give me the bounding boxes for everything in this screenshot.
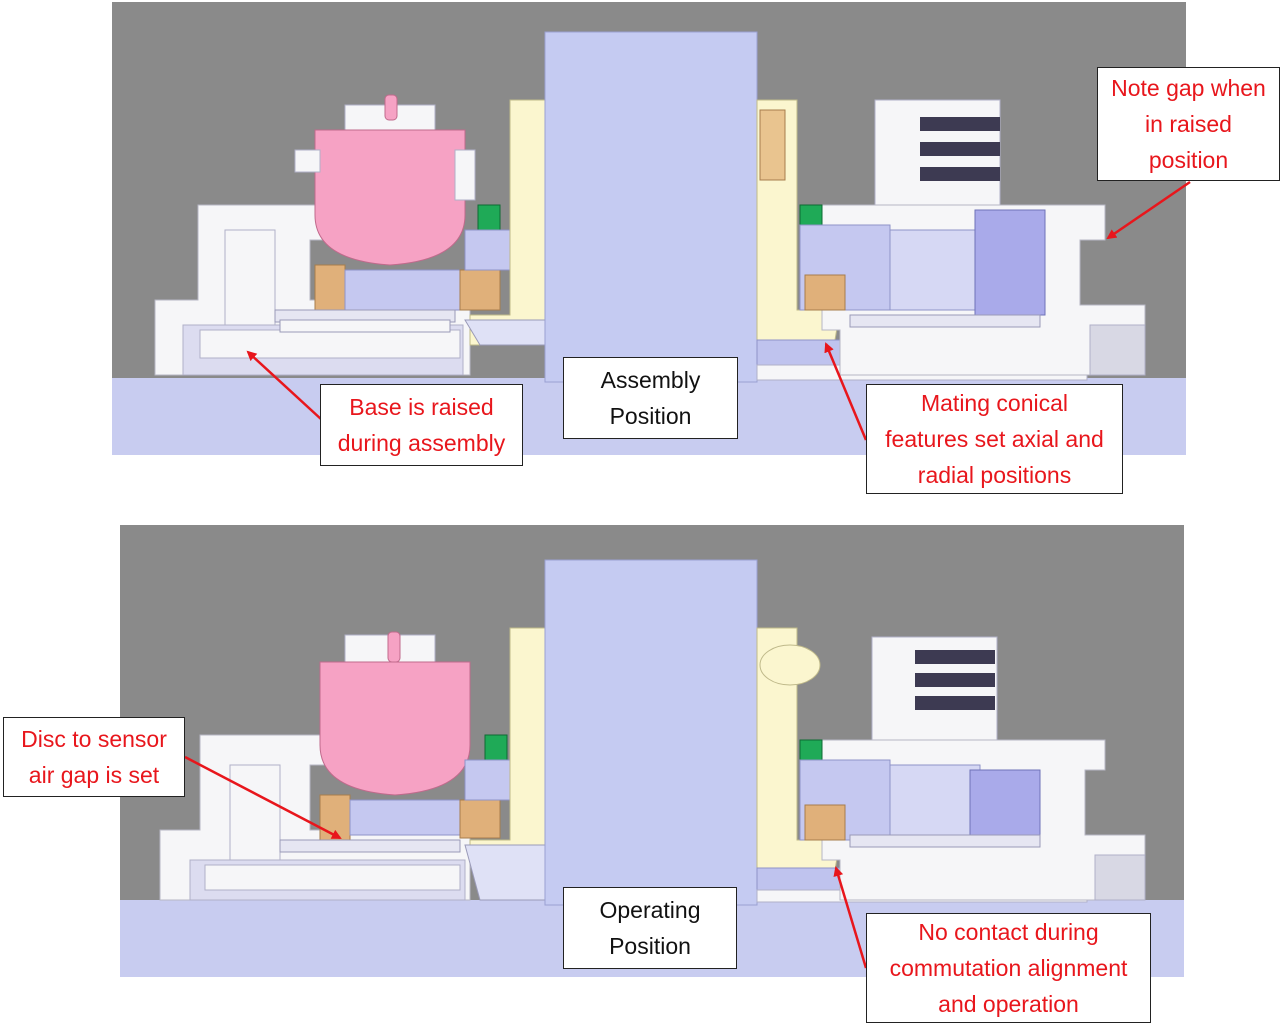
assembly-position-line1: Assembly (600, 367, 701, 393)
callout-no-contact-line2: commutation alignment (889, 955, 1128, 981)
arrow-mating-conical (824, 342, 868, 441)
bottom-pink-cup (319, 661, 471, 796)
callout-base-raised-line2: during assembly (337, 430, 506, 456)
operating-position-line1: Operating (599, 897, 701, 923)
callout-mating-conical-line3: radial positions (917, 462, 1072, 488)
operating-position-label: Operating Position (563, 887, 737, 969)
callout-mating-conical: Mating conical features set axial and ra… (866, 384, 1123, 494)
arrow-no-contact (833, 866, 868, 969)
callout-note-gap-line1: Note gap when (1111, 75, 1266, 101)
arrow-base-raised (246, 350, 323, 421)
assembly-position-line2: Position (609, 403, 692, 429)
callout-note-gap-line2: in raised (1145, 111, 1232, 137)
arrow-disc-sensor (184, 755, 342, 840)
top-shaft (544, 31, 758, 383)
assembly-position-label: Assembly Position (563, 357, 738, 439)
callout-no-contact: No contact during commutation alignment … (866, 913, 1151, 1023)
arrow-note-gap (1106, 180, 1191, 240)
top-pink-cup (314, 129, 466, 266)
callout-mating-conical-line2: features set axial and (885, 426, 1104, 452)
callout-note-gap: Note gap when in raised position (1097, 67, 1280, 181)
callout-disc-sensor-line1: Disc to sensor (21, 726, 167, 752)
bottom-shaft (544, 559, 758, 906)
top-left-sensor (314, 264, 346, 311)
callout-mating-conical-line1: Mating conical (920, 390, 1069, 416)
callout-base-raised-line1: Base is raised (349, 394, 494, 420)
callout-note-gap-line3: position (1148, 147, 1229, 173)
callout-disc-sensor-line2: air gap is set (28, 762, 160, 788)
annotation-arrows (184, 180, 1191, 969)
operating-position-line2: Position (609, 933, 691, 959)
callout-base-raised: Base is raised during assembly (320, 384, 523, 466)
bottom-left-sensor (319, 794, 351, 841)
callout-disc-sensor: Disc to sensor air gap is set (3, 717, 185, 797)
callout-no-contact-line3: and operation (938, 991, 1079, 1017)
callout-no-contact-line1: No contact during (918, 919, 1099, 945)
